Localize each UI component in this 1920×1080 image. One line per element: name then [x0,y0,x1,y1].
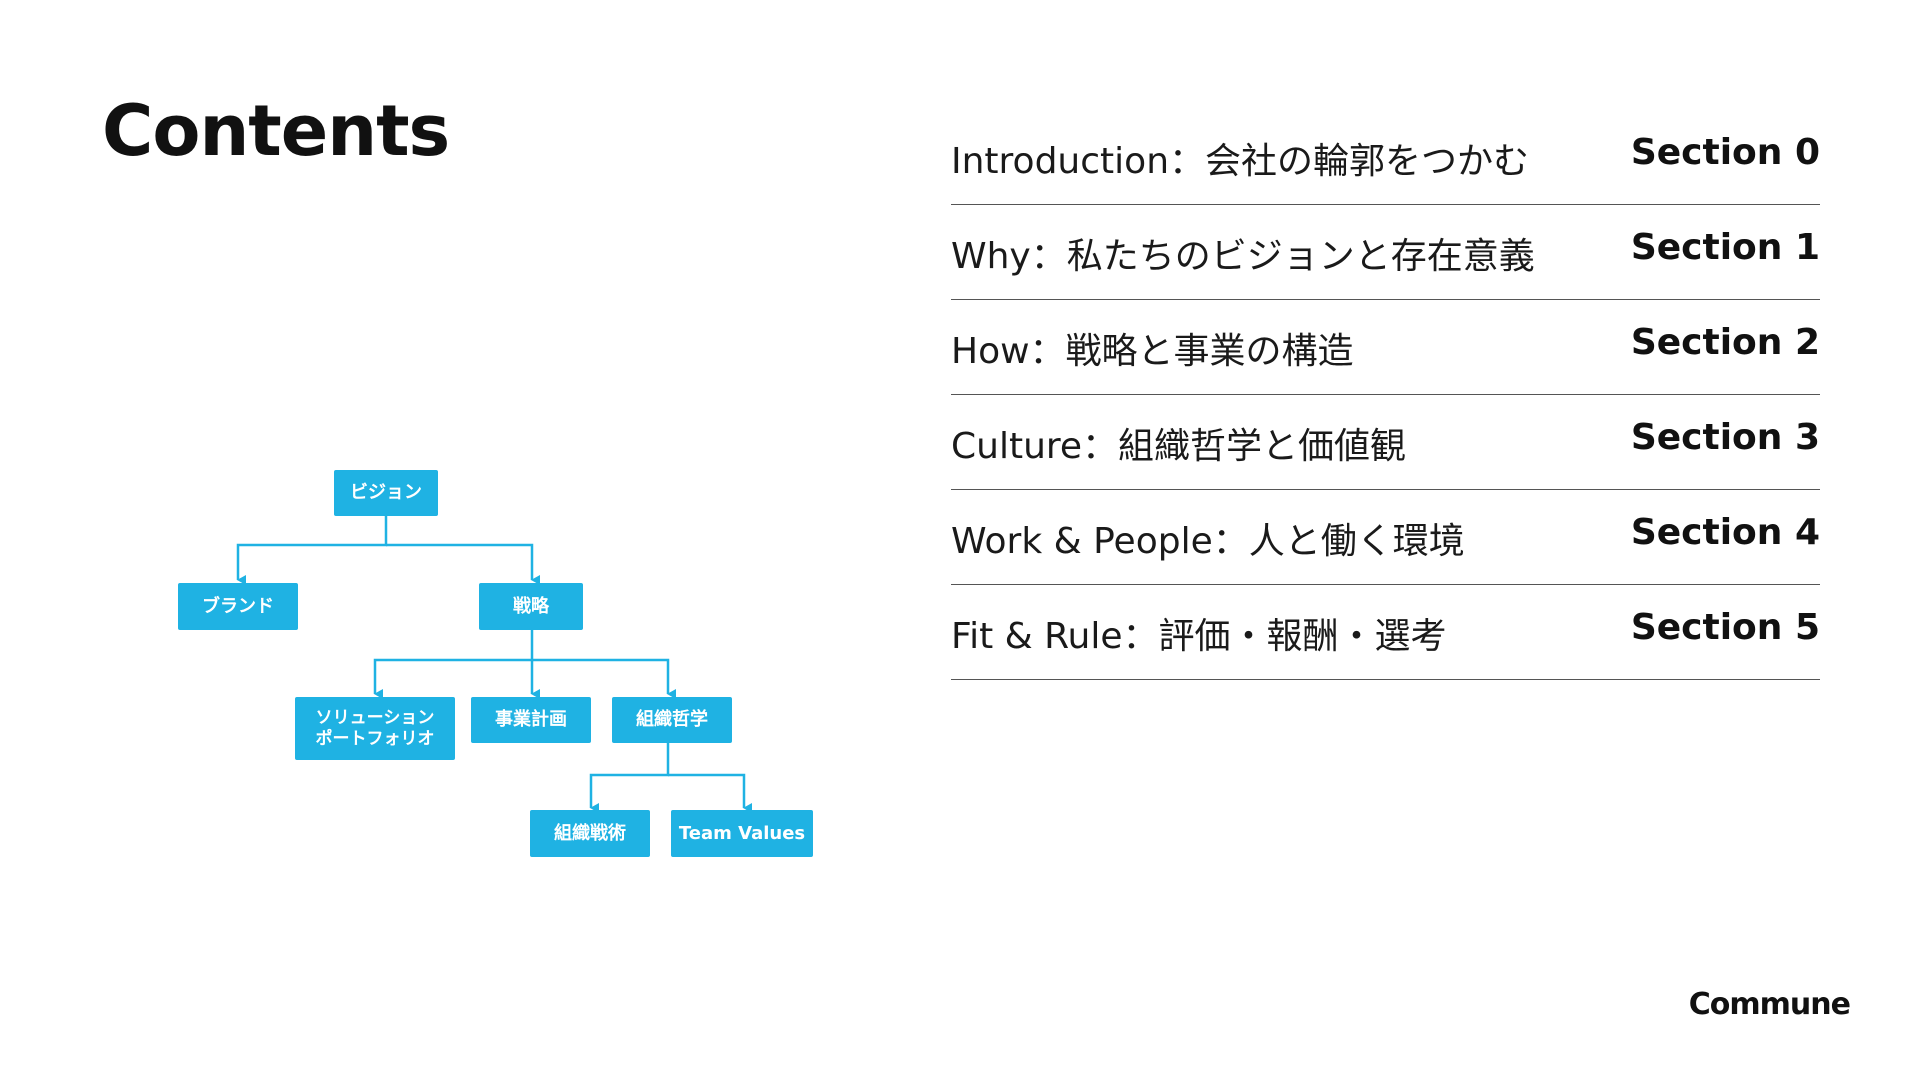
toc-row: Work & People：人と働く環境 Section 4 [951,490,1820,585]
node-label: ソリューション ポートフォリオ [315,708,435,749]
toc-label: Introduction：会社の輪郭をつかむ [951,141,1530,182]
node-label: ブランド [202,595,274,617]
table-of-contents: Introduction：会社の輪郭をつかむ Section 0 Why：私たち… [951,110,1820,680]
page-title: Contents [102,90,450,172]
connector-line [532,658,676,699]
diagram-node-team-values: Team Values [671,810,813,857]
connector-line [386,543,540,585]
toc-label: Culture：組織哲学と価値観 [951,426,1407,467]
diagram-node-brand: ブランド [178,583,298,630]
toc-row: Introduction：会社の輪郭をつかむ Section 0 [951,110,1820,205]
company-logo: Commune [1688,987,1851,1022]
node-label: 組織戦術 [554,822,626,844]
toc-section-number: Section 5 [1630,607,1820,648]
diagram-node-org-philosophy: 組織哲学 [612,697,732,743]
toc-section-number: Section 3 [1630,417,1820,458]
connector-line [236,515,388,585]
diagram-node-business-plan: 事業計画 [471,697,591,743]
diagram-node-org-tactics: 組織戦術 [530,810,650,857]
node-label: ビジョン [350,482,422,504]
toc-section-number: Section 4 [1630,512,1820,553]
toc-section-number: Section 2 [1630,322,1820,363]
diagram-node-strategy: 戦略 [479,583,583,630]
toc-label: How：戦略と事業の構造 [951,331,1354,372]
connector-line [373,629,534,699]
toc-label: Fit & Rule：評価・報酬・選考 [951,616,1447,657]
node-label: 組織哲学 [636,709,708,731]
diagram-node-solution-portfolio: ソリューション ポートフォリオ [295,697,455,760]
toc-label: Why：私たちのビジョンと存在意義 [951,236,1535,277]
connector-line [589,741,670,813]
toc-row: Fit & Rule：評価・報酬・選考 Section 5 [951,585,1820,680]
toc-section-number: Section 0 [1630,132,1820,173]
toc-row: How：戦略と事業の構造 Section 2 [951,300,1820,395]
toc-row: Culture：組織哲学と価値観 Section 3 [951,395,1820,490]
node-label: 戦略 [513,595,549,617]
toc-row: Why：私たちのビジョンと存在意義 Section 1 [951,205,1820,300]
connector-line [668,773,752,813]
node-label: Team Values [678,822,806,844]
toc-section-number: Section 1 [1630,227,1820,268]
node-label: 事業計画 [495,709,567,731]
diagram-node-vision: ビジョン [334,470,438,516]
toc-label: Work & People：人と働く環境 [951,521,1465,562]
